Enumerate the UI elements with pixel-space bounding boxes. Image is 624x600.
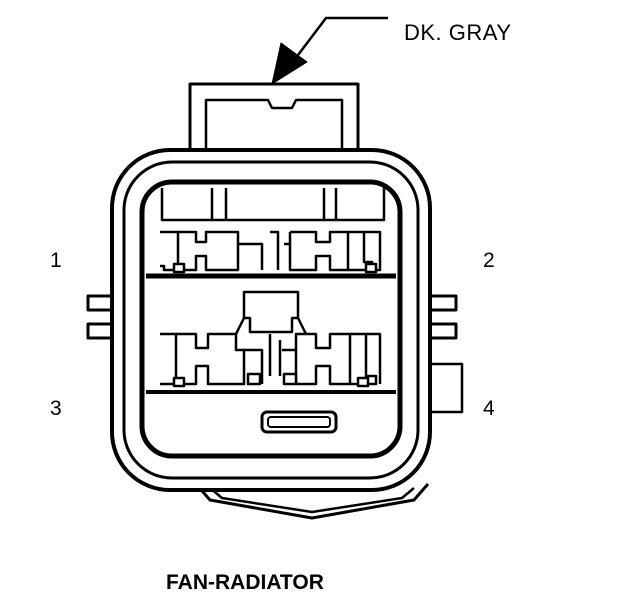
latch-tab [188,82,360,156]
housing-bottom-lip [194,483,430,520]
top-terminal-row [160,188,386,274]
left-side-ribs [86,294,122,340]
connector-cavity [139,179,403,459]
pin-label-4: 4 [483,397,495,420]
pin-label-1: 1 [50,249,62,272]
pin-label-2: 2 [483,249,495,272]
connector-caption: FAN-RADIATOR [166,571,324,594]
connector-housing-outer [110,148,432,492]
right-side-ribs [418,294,464,414]
key-slot [260,410,338,434]
pin-label-3: 3 [50,397,62,420]
bottom-terminal-row [160,332,382,388]
callout-leader [271,16,388,85]
wire-color-label: DK. GRAY [404,20,512,45]
lock-tab [234,290,308,335]
